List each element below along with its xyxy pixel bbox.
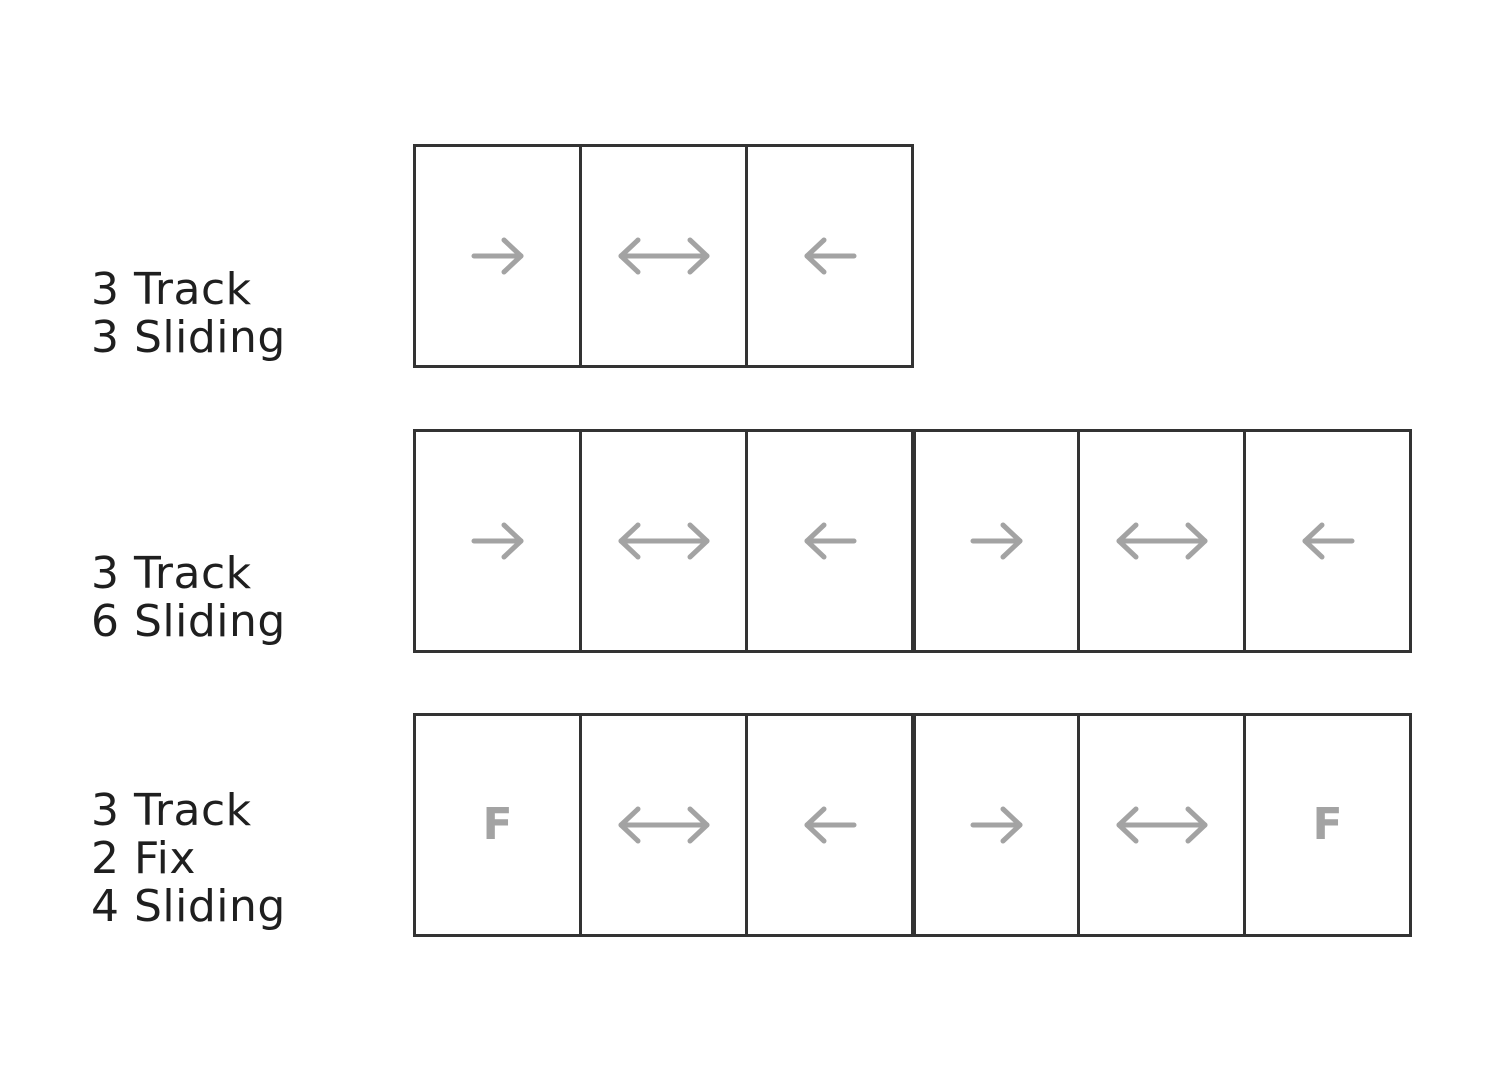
arrow-right-icon (471, 237, 523, 275)
arrow-both-icon (1116, 522, 1207, 560)
arrow-both-icon (618, 522, 709, 560)
arrow-left-icon (804, 237, 856, 275)
panel (579, 716, 745, 934)
panel (745, 147, 911, 365)
panel (911, 716, 1077, 934)
panel (1077, 716, 1243, 934)
label-line: 3 Sliding (91, 312, 286, 363)
arrow-both-icon (618, 806, 709, 844)
panel-frame (413, 144, 914, 368)
arrow-both-icon (1116, 806, 1207, 844)
arrow-right-icon (471, 522, 523, 560)
panel (1077, 432, 1243, 650)
configuration-label: 3 Track 3 Sliding (91, 266, 286, 362)
panel (911, 432, 1077, 650)
panel (416, 147, 579, 365)
arrow-both-icon (618, 237, 709, 275)
label-line: 2 Fix (91, 833, 196, 884)
panel (745, 716, 911, 934)
arrow-right-icon (970, 806, 1022, 844)
label-line: 4 Sliding (91, 881, 286, 932)
panel: F (1243, 716, 1409, 934)
arrow-right-icon (970, 522, 1022, 560)
panel (579, 432, 745, 650)
panel (579, 147, 745, 365)
panel (745, 432, 911, 650)
panel (416, 432, 579, 650)
fixed-panel-label: F (482, 799, 513, 850)
panel (1243, 432, 1409, 650)
panel: F (416, 716, 579, 934)
arrow-left-icon (804, 806, 856, 844)
arrow-left-icon (1302, 522, 1354, 560)
fixed-panel-label: F (1312, 799, 1343, 850)
configuration-label: 3 Track 6 Sliding (91, 550, 286, 646)
arrow-left-icon (804, 522, 856, 560)
label-line: 6 Sliding (91, 596, 286, 647)
label-line: 3 Track (91, 548, 252, 599)
configuration-label: 3 Track 2 Fix 4 Sliding (91, 787, 286, 931)
label-line: 3 Track (91, 785, 252, 836)
panel-frame (413, 429, 1412, 653)
label-line: 3 Track (91, 264, 252, 315)
